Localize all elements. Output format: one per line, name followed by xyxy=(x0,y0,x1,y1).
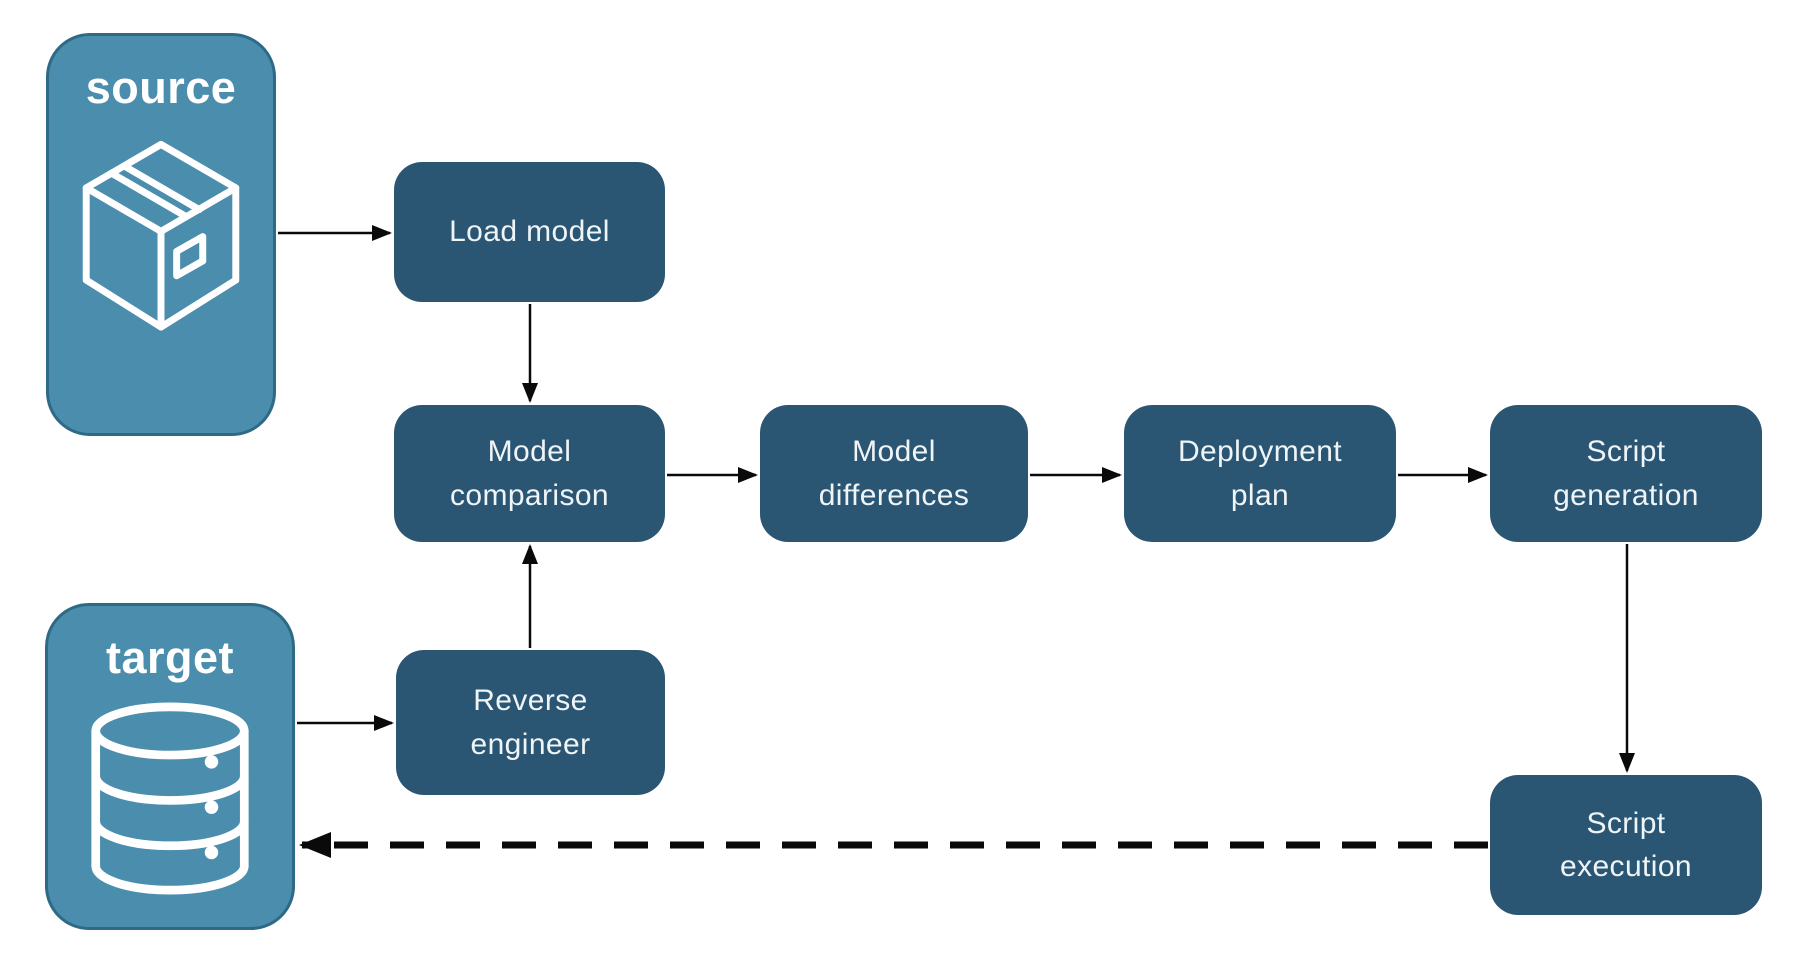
node-model-differences-label: Model differences xyxy=(818,435,970,512)
database-icon xyxy=(88,702,252,895)
node-load-model: Load model xyxy=(394,162,665,302)
node-reverse-engineer-label: Reverse engineer xyxy=(470,684,591,761)
target-label: target xyxy=(105,632,235,683)
source-endpoint: source xyxy=(46,33,276,436)
node-deployment-plan-label: Deployment plan xyxy=(1177,435,1343,512)
node-deployment-plan: Deployment plan xyxy=(1124,405,1396,542)
target-endpoint: target xyxy=(45,603,295,930)
node-script-generation-label: Script generation xyxy=(1553,435,1699,512)
node-model-comparison-label: Model comparison xyxy=(449,435,610,512)
node-model-comparison: Model comparison xyxy=(394,405,665,542)
node-script-execution: Script execution xyxy=(1490,775,1762,915)
source-label: source xyxy=(85,62,237,113)
package-icon xyxy=(71,134,251,334)
node-load-model-label: Load model xyxy=(449,215,610,249)
node-script-execution-label: Script execution xyxy=(1559,806,1693,884)
node-model-differences: Model differences xyxy=(760,405,1028,542)
node-script-generation: Script generation xyxy=(1490,405,1762,542)
node-reverse-engineer: Reverse engineer xyxy=(396,650,665,795)
